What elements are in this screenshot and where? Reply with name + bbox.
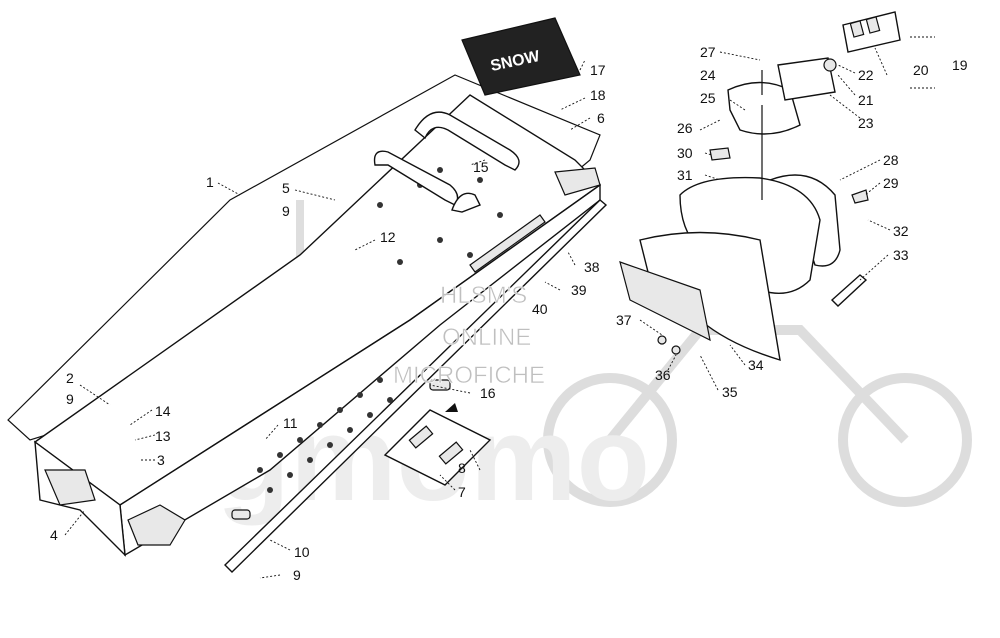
watermark-text: HLSM'S ONLINE MICROFICHE: [393, 282, 546, 390]
callout-29: 29: [883, 175, 899, 191]
callout-33: 33: [893, 247, 909, 263]
snow-decal: SNOW: [461, 17, 581, 96]
callout-30: 30: [677, 145, 693, 161]
washer-29: [851, 189, 869, 204]
callout-2: 2: [66, 370, 74, 386]
callout-13: 13: [155, 428, 171, 444]
bulb-socket: [823, 58, 837, 72]
watermark-line-1: HLSM'S: [440, 282, 527, 309]
callout-10: 10: [294, 544, 310, 560]
callout-4: 4: [50, 527, 58, 543]
leader-lines: [64, 36, 935, 579]
side-emblem: [469, 214, 546, 273]
callout-7: 7: [458, 484, 466, 500]
tunnel-front-cutout: [44, 469, 96, 506]
callout-16: 16: [480, 385, 496, 401]
snow-flap: [639, 231, 781, 361]
callout-15: 15: [473, 159, 489, 175]
callout-5: 5: [282, 180, 290, 196]
lens-gasket: [777, 57, 836, 101]
foot-plate: [383, 403, 492, 486]
callout-14: 14: [155, 403, 171, 419]
flap-plate: [619, 261, 711, 342]
callout-34: 34: [748, 357, 764, 373]
callout-8: 8: [458, 460, 466, 476]
callout-19: 19: [952, 57, 968, 73]
callout-1: 1: [206, 174, 214, 190]
callout-35: 35: [722, 384, 738, 400]
callout-32: 32: [893, 223, 909, 239]
callout-22: 22: [858, 67, 874, 83]
washer-36: [671, 345, 681, 355]
watermark-line-2: ONLINE: [442, 324, 531, 351]
callout-25: 25: [700, 90, 716, 106]
callout-9-top: 9: [282, 203, 290, 219]
running-board-rail: [224, 199, 608, 573]
callout-20: 20: [913, 62, 929, 78]
rear-flap-assembly: [619, 11, 901, 361]
callout-21: 21: [858, 92, 874, 108]
grab-handle-rear: [414, 111, 520, 171]
callout-38: 38: [584, 259, 600, 275]
callout-27: 27: [700, 44, 716, 60]
grab-handle-tab: [451, 192, 481, 213]
callout-12: 12: [380, 229, 396, 245]
tunnel-side-cutout: [127, 504, 186, 546]
callout-3: 3: [157, 452, 165, 468]
flap-bracket: [830, 274, 868, 307]
slot-a: [231, 509, 251, 520]
callout-9-bottom: 9: [293, 567, 301, 583]
clip-30: [709, 147, 731, 161]
callout-31: 31: [677, 167, 693, 183]
callout-18: 18: [590, 87, 606, 103]
callout-36: 36: [655, 367, 671, 383]
callout-24: 24: [700, 67, 716, 83]
rear-bracket: [554, 167, 601, 196]
callout-28: 28: [883, 152, 899, 168]
callout-40: 40: [532, 301, 548, 317]
callout-37: 37: [616, 312, 632, 328]
callout-17: 17: [590, 62, 606, 78]
callout-26: 26: [677, 120, 693, 136]
callout-labels: 1 2 3 4 5 6 7 8 9 9 9 10 11 12 13 14 15 …: [50, 44, 968, 583]
tail-light-housing: [727, 81, 801, 135]
watermark-line-3: MICROFICHE: [393, 362, 545, 389]
callout-39: 39: [571, 282, 587, 298]
tunnel-assembly: [7, 74, 608, 573]
side-holes: [257, 167, 503, 493]
callout-23: 23: [858, 115, 874, 131]
callout-6: 6: [597, 110, 605, 126]
nut-37: [657, 335, 667, 345]
callout-11: 11: [283, 415, 298, 431]
callout-9-left: 9: [66, 391, 74, 407]
